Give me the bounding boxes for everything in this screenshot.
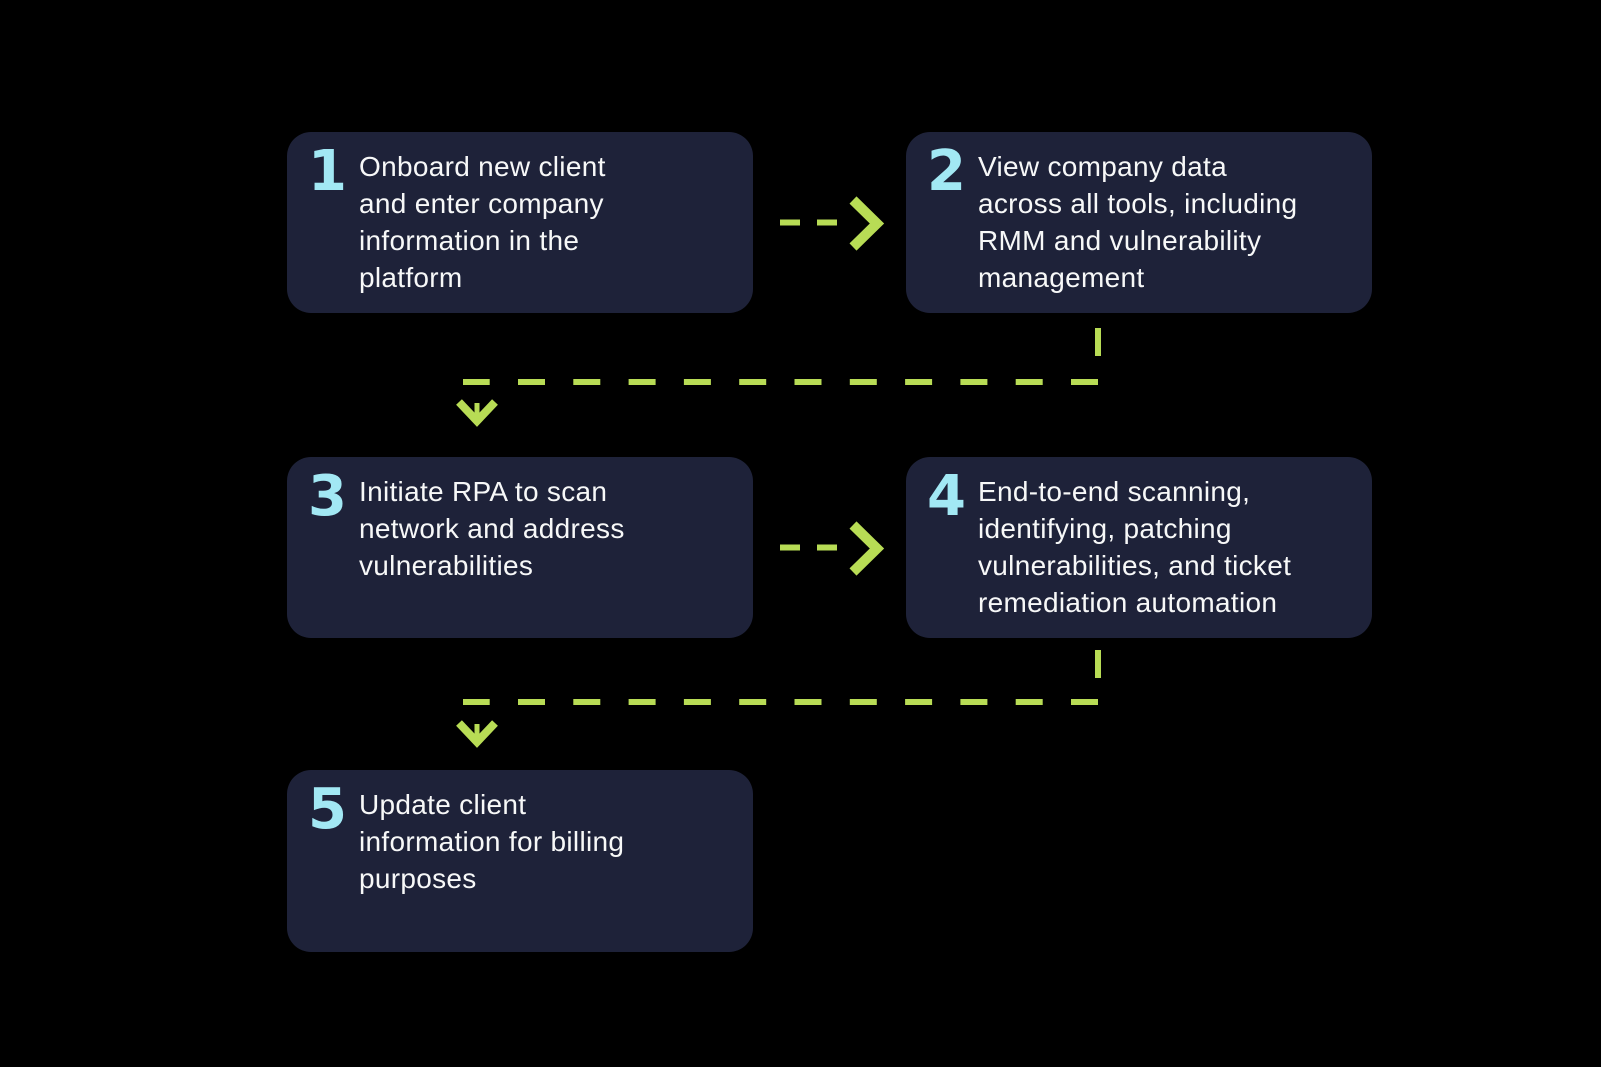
- step-text: Initiate RPA to scan network and address…: [359, 476, 625, 581]
- arrow-step3-to-step4: [780, 521, 885, 576]
- connector-step4-to-step5: [456, 650, 1101, 748]
- arrow-step1-to-step2: [780, 196, 885, 251]
- step-number: 3: [308, 464, 347, 529]
- step-text: Onboard new client and enter company inf…: [359, 151, 606, 293]
- step-number: 5: [308, 777, 347, 842]
- step-text: End-to-end scanning, identifying, patchi…: [978, 476, 1292, 618]
- step-box-5: 5 Update client information for billing …: [287, 770, 753, 952]
- step-box-4: 4 End-to-end scanning, identifying, patc…: [906, 457, 1372, 638]
- step-number: 2: [927, 139, 966, 204]
- chevron-right-icon: [849, 196, 885, 251]
- chevron-down-icon: [456, 399, 498, 427]
- step-number: 4: [927, 464, 966, 529]
- step-text: View company data across all tools, incl…: [978, 151, 1298, 293]
- connector-step2-to-step3: [456, 328, 1101, 427]
- step-box-2: 2 View company data across all tools, in…: [906, 132, 1372, 313]
- chevron-down-icon: [456, 720, 498, 748]
- step-box-1: 1 Onboard new client and enter company i…: [287, 132, 753, 313]
- step-box-3: 3 Initiate RPA to scan network and addre…: [287, 457, 753, 638]
- step-number: 1: [308, 139, 347, 204]
- chevron-right-icon: [849, 521, 885, 576]
- step-text: Update client information for billing pu…: [359, 789, 625, 894]
